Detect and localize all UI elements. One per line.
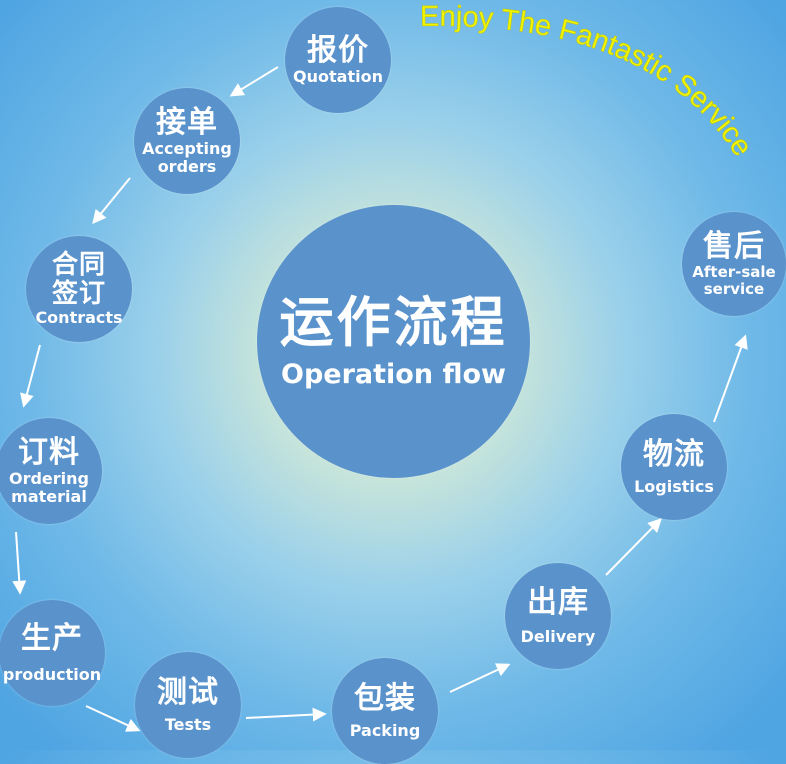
arrow-contracts-to-ordering bbox=[20, 344, 41, 408]
step-production-cn: 生产 bbox=[21, 621, 83, 656]
slogan-text: Enjoy The Fantastic Service bbox=[420, 1, 758, 162]
step-packing-cn: 包装 bbox=[354, 681, 416, 716]
step-quotation: 报价 Quotation bbox=[285, 7, 391, 113]
step-tests: 测试 Tests bbox=[135, 652, 241, 758]
arrow-quotation-to-accepting bbox=[229, 66, 279, 97]
step-quotation-cn: 报价 bbox=[307, 33, 369, 68]
step-delivery-en: Delivery bbox=[520, 627, 596, 646]
step-tests-en: Tests bbox=[164, 715, 212, 734]
step-quotation-en: Quotation bbox=[293, 67, 383, 86]
step-logistics-cn: 物流 bbox=[643, 437, 705, 472]
arrow-ordering-to-production bbox=[12, 531, 27, 595]
center-hub: 运作流程 Operation flow bbox=[257, 205, 530, 478]
step-packing-en: Packing bbox=[349, 721, 421, 740]
step-accepting-orders-en: Accepting orders bbox=[142, 139, 232, 176]
step-accepting-orders: 接单 Accepting orders bbox=[134, 88, 240, 194]
arrow-accepting-to-contracts bbox=[92, 177, 131, 225]
step-accepting-orders-cn: 接单 bbox=[156, 105, 218, 140]
arrow-packing-to-delivery bbox=[449, 663, 511, 693]
step-logistics: 物流 Logistics bbox=[621, 414, 727, 520]
step-production-en: production bbox=[2, 665, 102, 684]
step-after-sale-service-cn: 售后 bbox=[703, 229, 765, 264]
step-ordering-material: 订料 Ordering material bbox=[0, 418, 102, 524]
step-after-sale-service-en: After-sale service bbox=[692, 263, 776, 298]
step-ordering-material-cn: 订料 bbox=[18, 435, 80, 470]
step-packing: 包装 Packing bbox=[332, 658, 438, 764]
step-contracts: 合同 签订 Contracts bbox=[26, 236, 132, 342]
step-delivery-cn: 出库 bbox=[527, 585, 589, 620]
step-contracts-en: Contracts bbox=[35, 308, 123, 327]
step-logistics-en: Logistics bbox=[634, 477, 714, 496]
arrow-tests-to-packing bbox=[245, 707, 327, 722]
step-after-sale-service: 售后 After-sale service bbox=[682, 212, 786, 316]
arrow-production-to-tests bbox=[85, 705, 141, 732]
step-delivery: 出库 Delivery bbox=[505, 563, 611, 669]
arrow-logistics-to-aftersale bbox=[713, 334, 748, 423]
arrow-delivery-to-logistics bbox=[605, 518, 662, 576]
step-production: 生产 production bbox=[0, 600, 105, 706]
center-title: 运作流程 bbox=[279, 290, 508, 354]
step-contracts-cn: 合同 签订 bbox=[51, 250, 106, 309]
step-ordering-material-en: Ordering material bbox=[8, 469, 89, 506]
center-subtitle: Operation flow bbox=[281, 358, 506, 390]
step-tests-cn: 测试 bbox=[157, 675, 219, 710]
